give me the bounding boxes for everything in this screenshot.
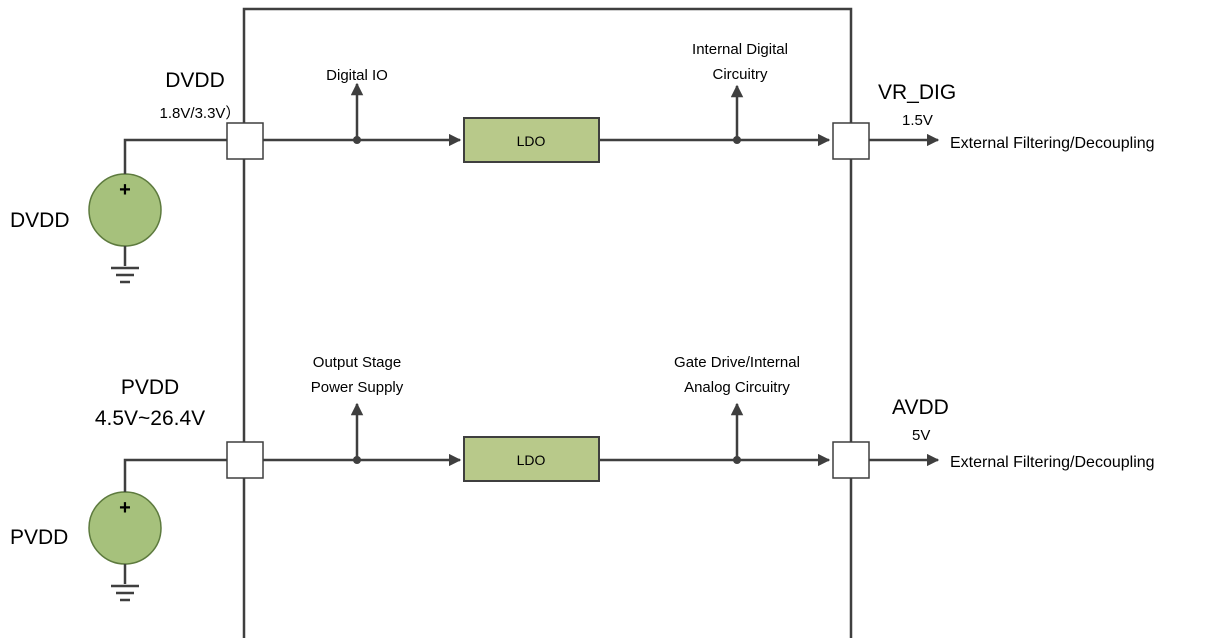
source-analog-plus-icon: + [119, 497, 131, 519]
tap-label-gate-drive-2: Analog Circuitry [684, 379, 790, 396]
tap-label-internal-digital-1: Internal Digital [692, 41, 788, 58]
input-name-digital: DVDD [165, 69, 225, 92]
input-voltage-digital: 1.8V/3.3V） [160, 105, 241, 122]
ground-digital-icon [111, 246, 139, 284]
pin-digital-output [832, 122, 870, 160]
input-name-analog: PVDD [121, 376, 179, 399]
source-digital-label: DVDD [10, 209, 70, 232]
tap-label-digital-io: Digital IO [326, 67, 388, 84]
wire-analog-input [123, 458, 227, 492]
rail-digital: + DVDD DVDD 1.8V/3.3V） Digital IO LDO In… [10, 41, 1155, 284]
tap-label-output-stage-1: Output Stage [313, 354, 401, 371]
ldo-digital-label: LDO [517, 133, 546, 149]
tap-label-gate-drive-1: Gate Drive/Internal [674, 354, 800, 371]
input-voltage-analog: 4.5V~26.4V [95, 407, 205, 430]
pin-digital-input [226, 122, 264, 160]
ldo-digital [463, 117, 600, 163]
source-digital-plus-icon: + [119, 179, 131, 201]
source-analog-label: PVDD [10, 526, 68, 549]
rail-analog: + PVDD PVDD 4.5V~26.4V Output Stage Powe… [10, 354, 1155, 602]
tap-label-internal-digital-2: Circuitry [713, 66, 768, 83]
tap-label-output-stage-2: Power Supply [311, 379, 404, 396]
output-name-analog: AVDD [892, 396, 949, 419]
ldo-analog [463, 436, 600, 482]
output-note-analog: External Filtering/Decoupling [950, 454, 1155, 471]
output-voltage-digital: 1.5V [902, 112, 933, 129]
output-voltage-analog: 5V [912, 427, 930, 444]
chip-boundary [242, 7, 853, 638]
pin-analog-output [832, 441, 870, 479]
ground-analog-icon [111, 564, 139, 602]
output-note-digital: External Filtering/Decoupling [950, 135, 1155, 152]
output-name-digital: VR_DIG [878, 81, 956, 104]
ldo-analog-label: LDO [517, 452, 546, 468]
pin-analog-input [226, 441, 264, 479]
wire-digital-input [123, 138, 227, 174]
